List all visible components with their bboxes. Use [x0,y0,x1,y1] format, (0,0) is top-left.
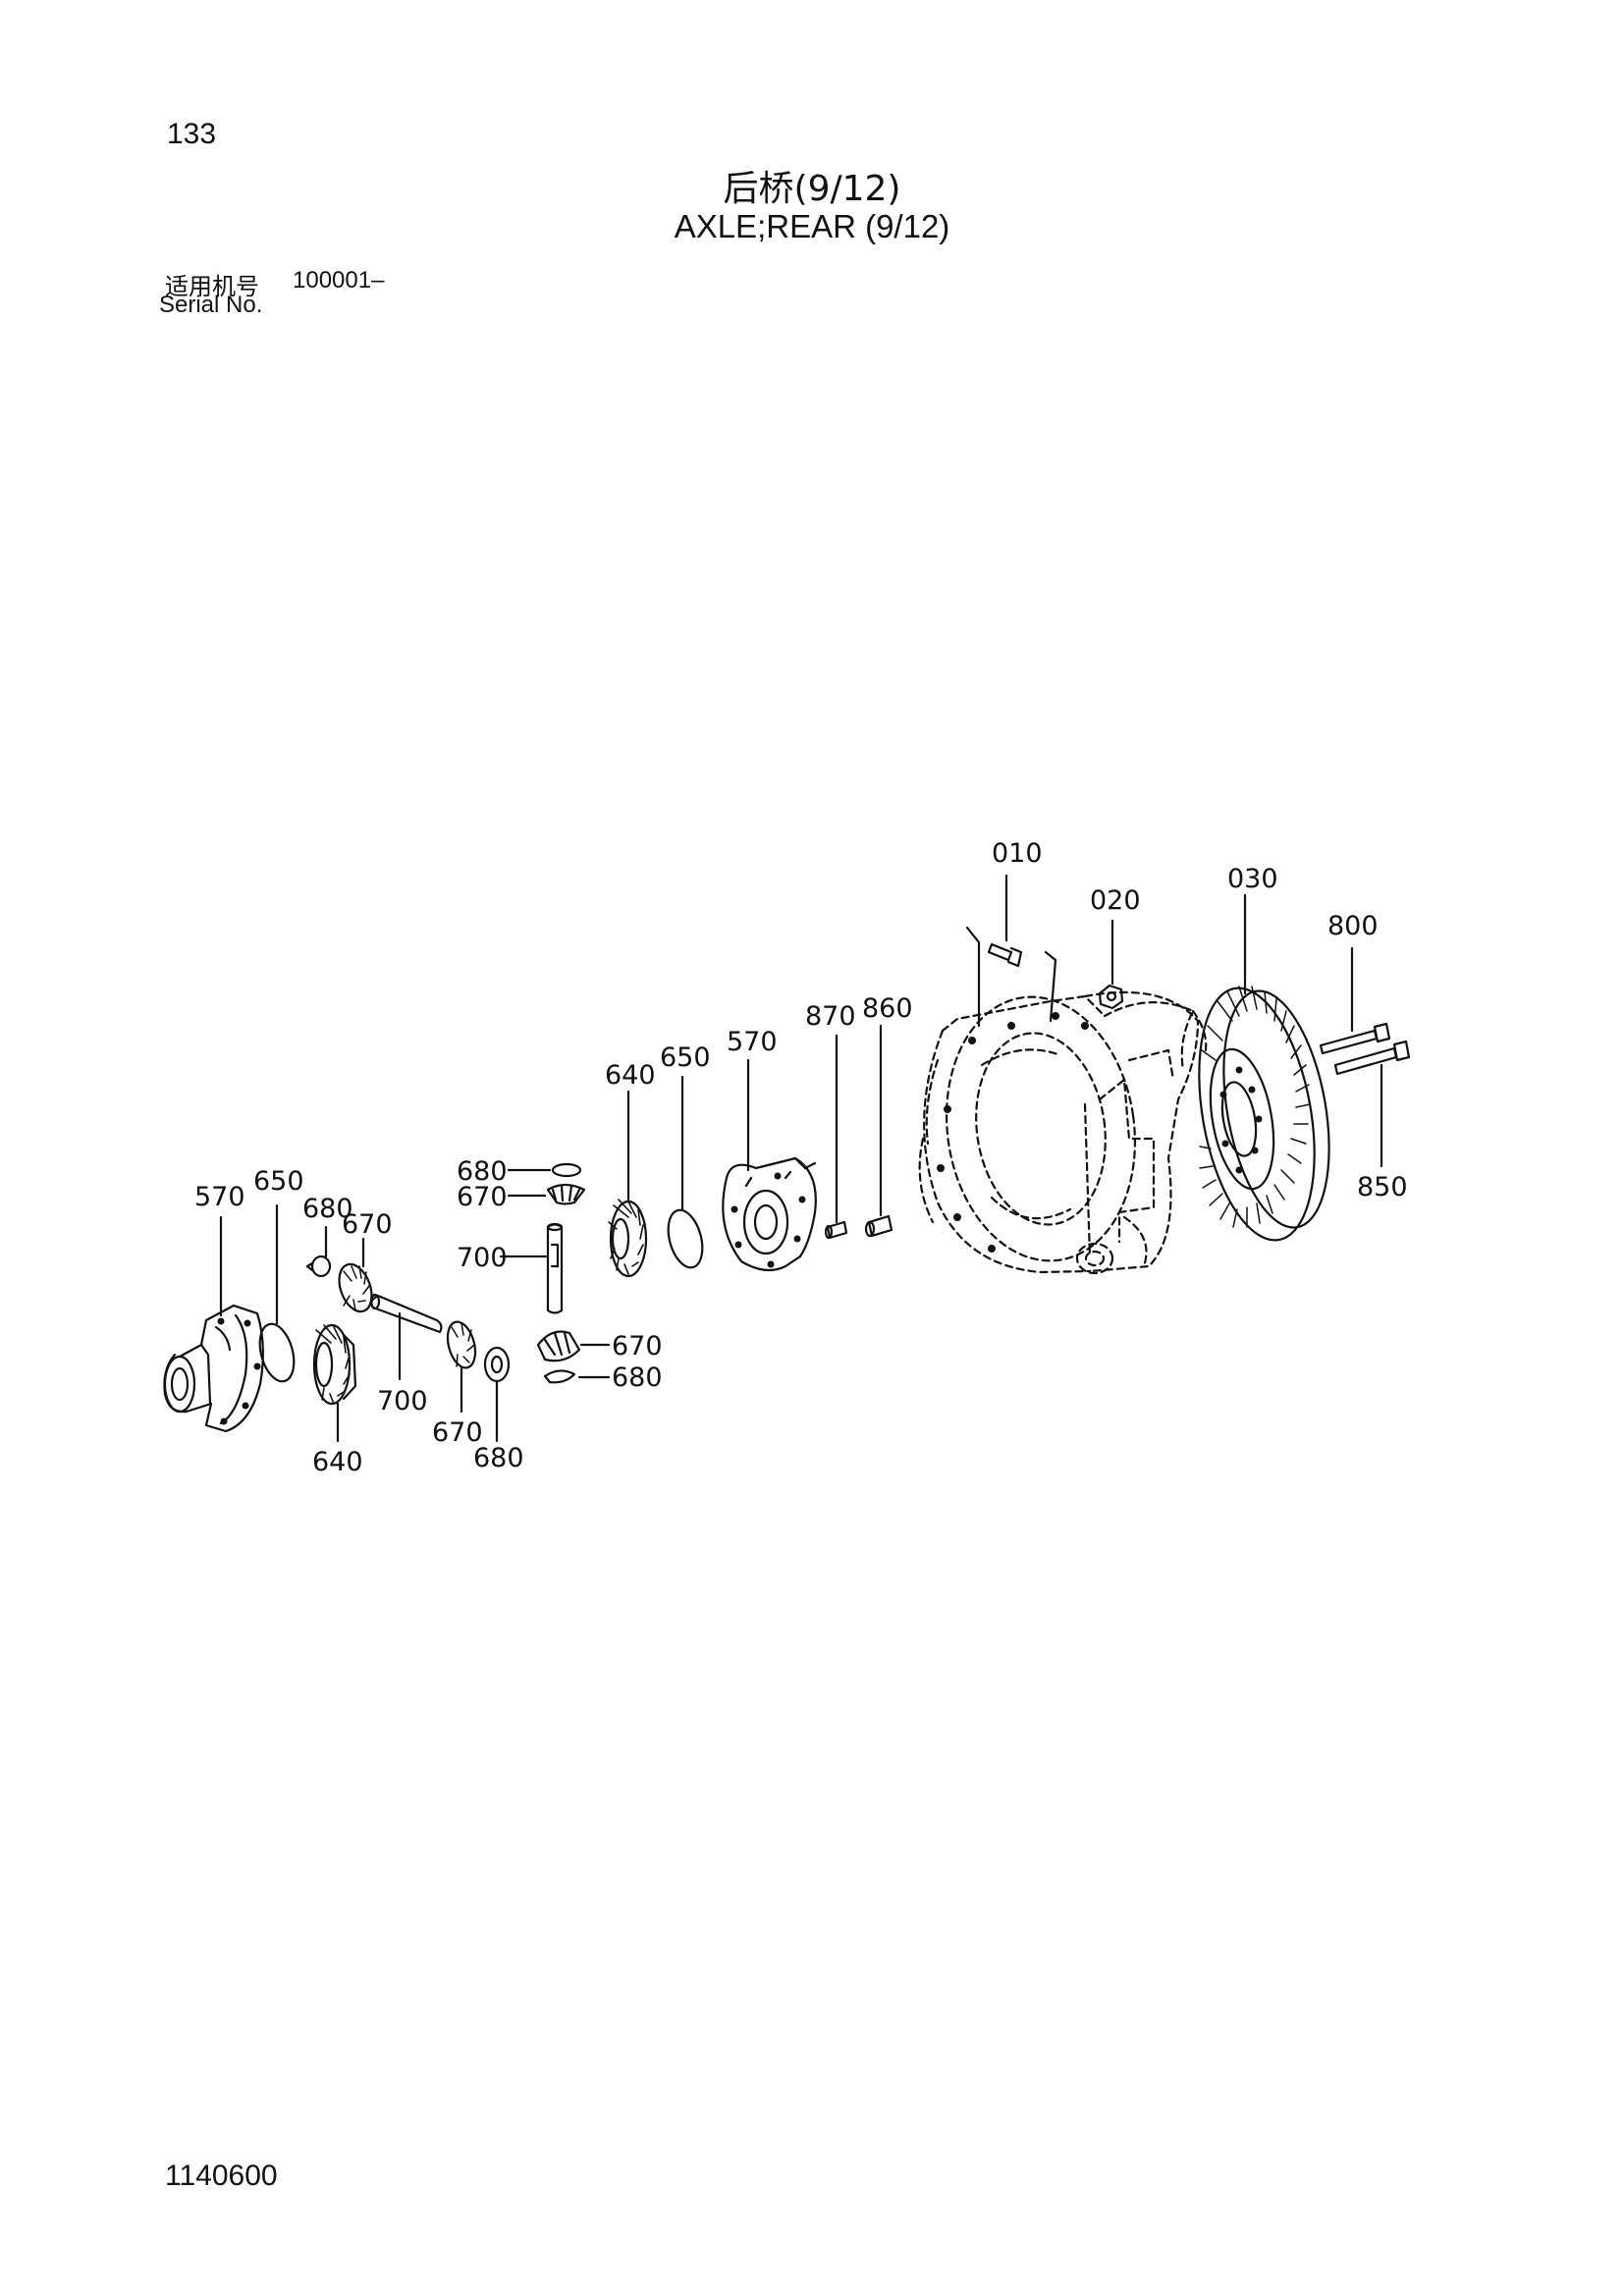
differential-case-570-left [163,1304,264,1433]
callout-700-right: 700 [457,1243,508,1273]
pinion-670-left-lower [446,1320,477,1369]
washer-680-left-upper [305,1255,332,1278]
pin-860 [864,1214,893,1238]
title-chinese: 后桥(9/12) [723,169,901,209]
callout-680-left-upper: 680 [302,1194,353,1224]
callout-570-left: 570 [194,1182,245,1212]
callout-670-left-upper: 670 [342,1209,393,1240]
washer-680-upper [551,1162,582,1178]
bolt-850 [1333,1040,1411,1076]
callout-020: 020 [1090,885,1141,916]
cross-shaft-700-left [369,1293,443,1334]
leader-010-housing [965,926,981,1028]
housing-bolt-holes [937,1012,1089,1253]
callout-640-left: 640 [312,1447,363,1477]
callout-680-left-lower: 680 [473,1443,524,1473]
pinion-670-lower [536,1330,581,1362]
side-gear-640-left [312,1323,357,1406]
nut-020 [1098,984,1124,1010]
pin-870 [824,1220,848,1240]
callout-800: 800 [1327,911,1379,941]
callout-030: 030 [1227,864,1278,894]
callout-870: 870 [805,1001,856,1032]
bolt-800 [1319,1022,1391,1055]
bolt-010 [987,942,1023,968]
callout-010: 010 [992,838,1043,869]
callout-570-right: 570 [727,1027,778,1057]
serial-label-english: Serial No. [159,292,263,318]
ring-gear-030 [1198,986,1330,1242]
callout-680-lower: 680 [612,1362,663,1393]
callout-670-upper: 670 [457,1182,508,1212]
side-gear-640-right [608,1199,648,1278]
serial-label-chinese: 适用机号 [165,273,259,300]
leader-020-housing [1044,950,1057,1023]
serial-value: 100001– [293,267,385,294]
page-number: 133 [167,118,217,150]
callout-650-right: 650 [660,1042,711,1073]
callout-640-right: 640 [605,1060,656,1091]
thrust-washer-650-right [667,1208,704,1269]
callout-860: 860 [862,993,913,1024]
callout-670-lower: 670 [612,1331,663,1362]
differential-case-570-right [722,1156,817,1272]
thrust-washer-650-left [258,1322,296,1383]
washer-680-lower [543,1369,576,1384]
footer-code: 1140600 [165,2160,278,2192]
pinion-670-left-upper [338,1262,373,1313]
callout-700-left: 700 [377,1386,428,1416]
washer-680-left-lower [483,1346,511,1383]
callout-650-left: 650 [253,1166,304,1197]
callout-680-upper: 680 [457,1156,508,1187]
callout-850: 850 [1357,1172,1408,1202]
differential-housing [918,990,1208,1275]
pinion-670-upper [546,1183,586,1205]
title-english: AXLE;REAR (9/12) [674,208,950,244]
cross-shaft-700-right [546,1222,564,1314]
callout-670-left-lower: 670 [432,1417,483,1448]
